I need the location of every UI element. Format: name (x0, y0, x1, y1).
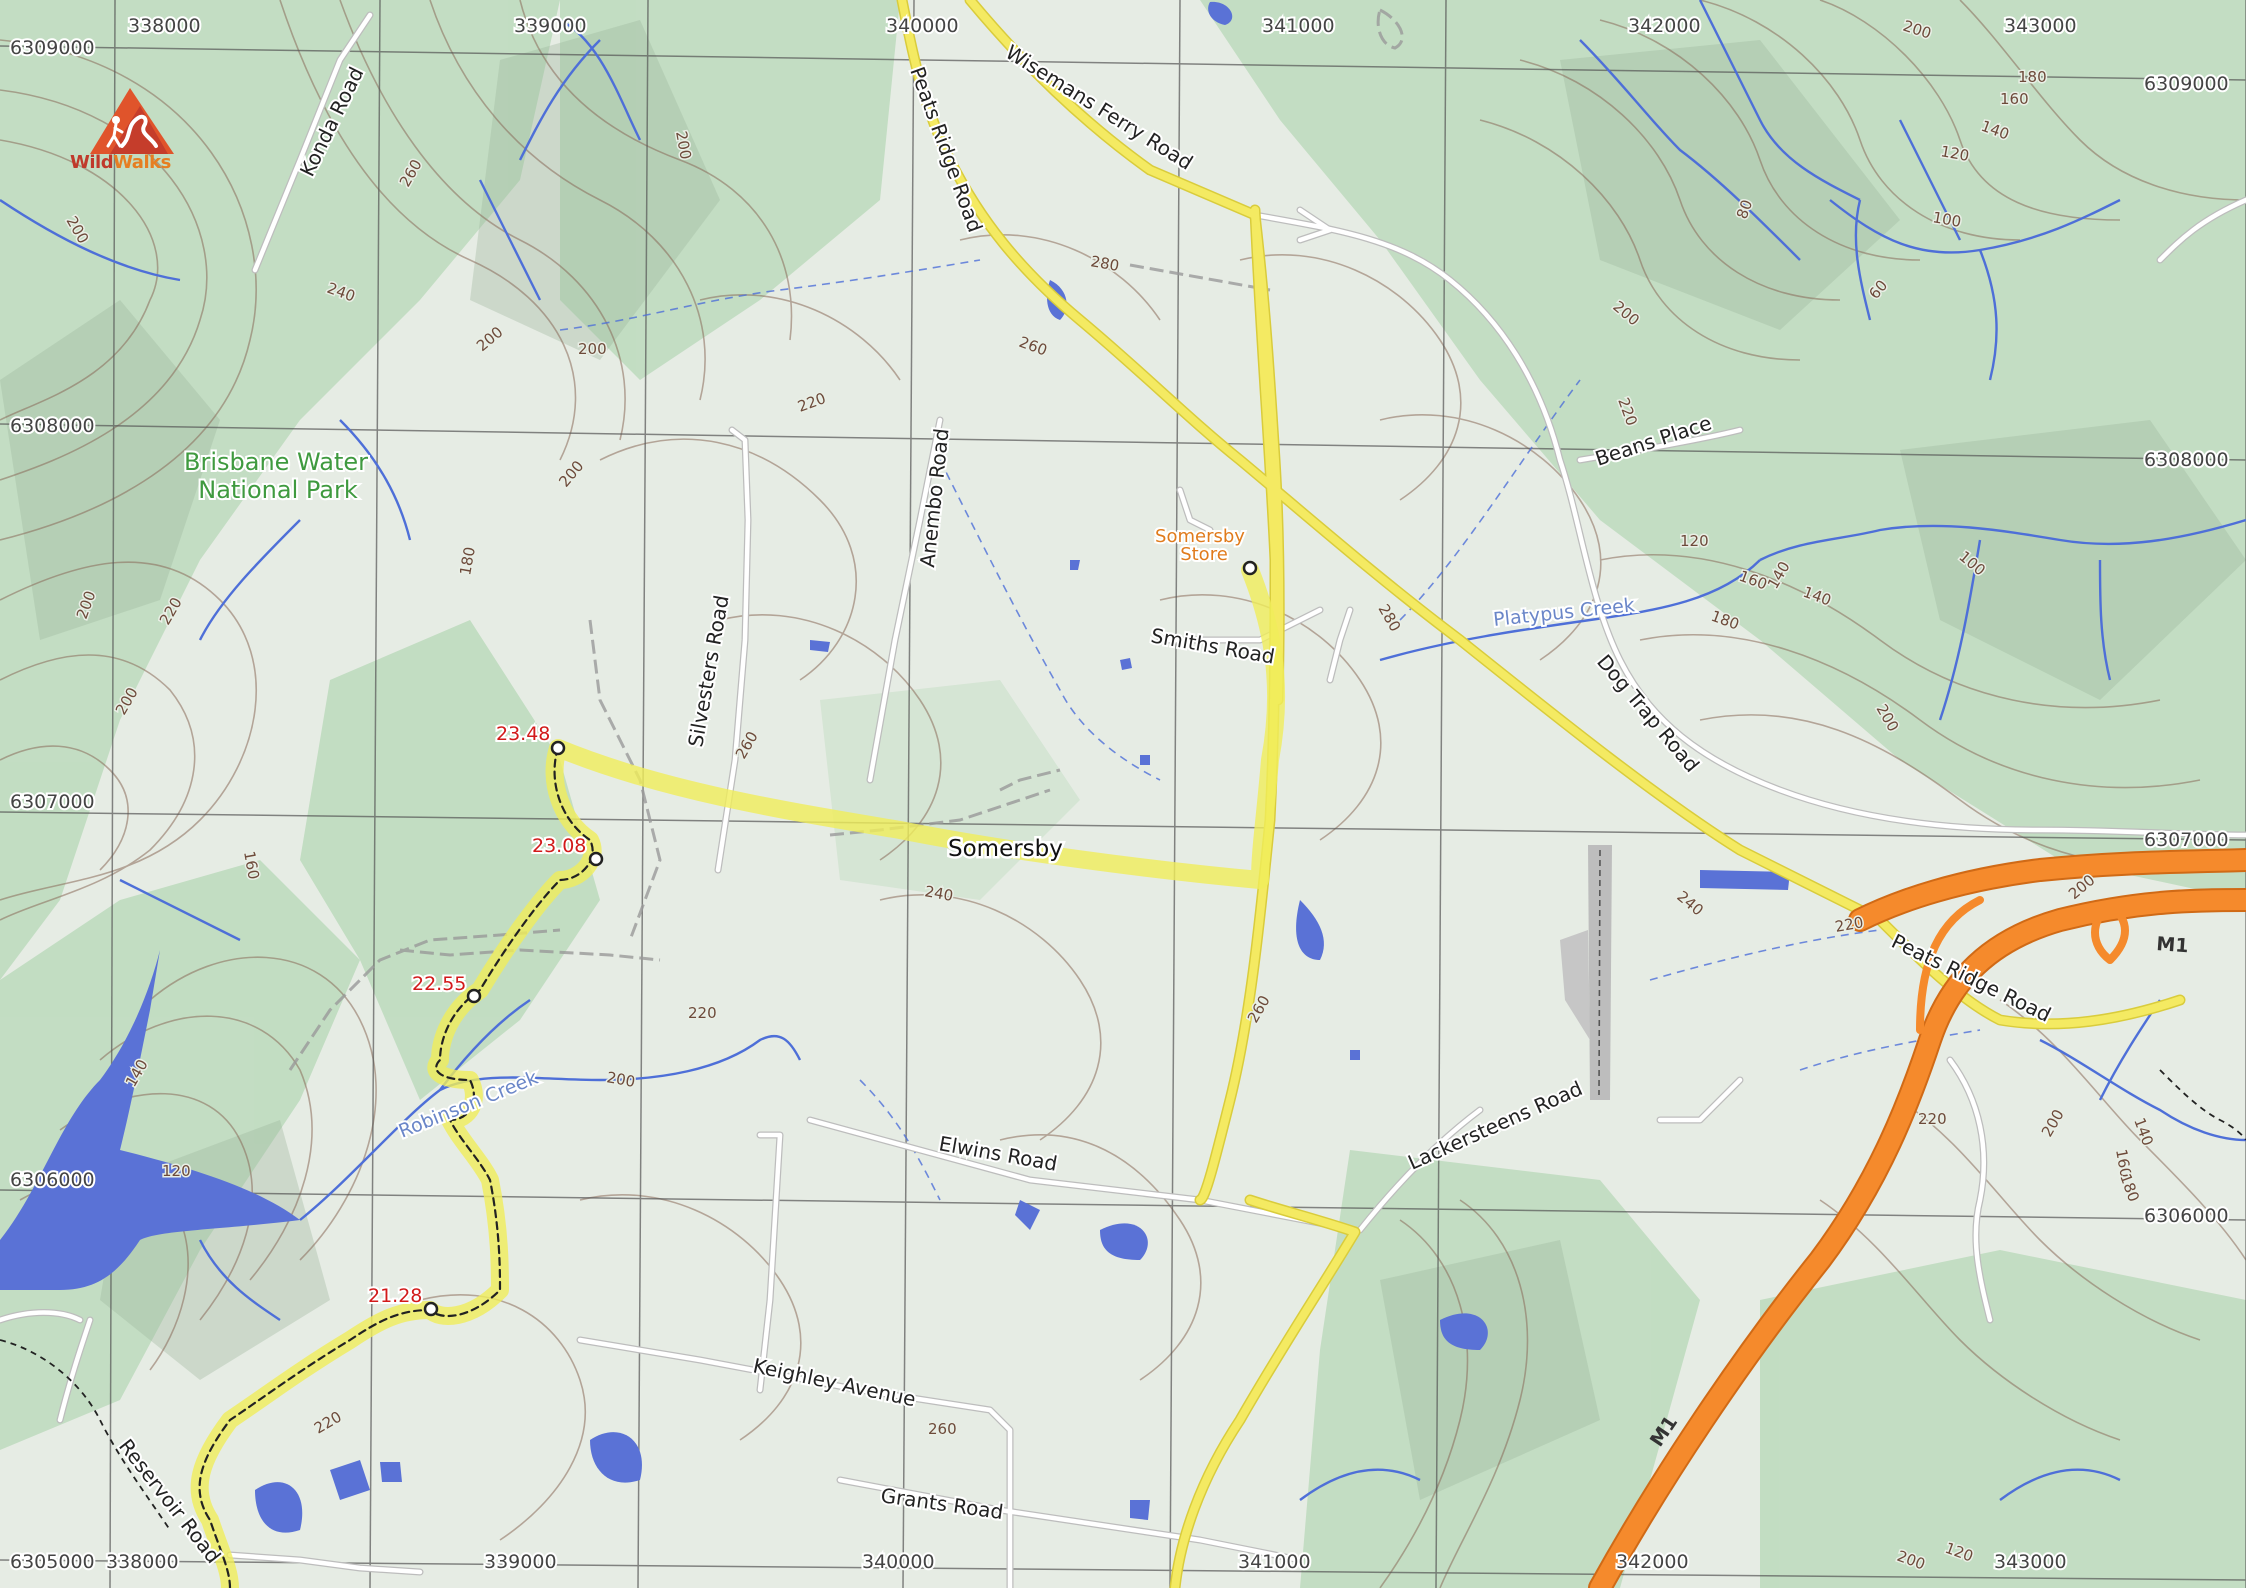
grid-label-n-right-6306000: 6306000 (2144, 1205, 2229, 1227)
minor-roads (0, 11, 2246, 1588)
grid-label-e-top-340000: 340000 (886, 15, 959, 37)
contour-label: 120 (1680, 532, 1709, 550)
contour-label: 120 (162, 1162, 191, 1180)
wildwalks-logo[interactable]: WildWalks (70, 86, 200, 182)
robinson-creek-line (299, 1034, 802, 1221)
walk-track (190, 561, 1286, 1588)
waypoint-marker-2348 (550, 740, 566, 756)
waypoint-label-2308: 23.08 (532, 835, 586, 857)
grid-label-n-left-6307000: 6307000 (10, 791, 95, 813)
contour-label: 260 (928, 1420, 957, 1438)
place-labels: Brisbane Water National Park Somersby So… (182, 446, 1247, 865)
waypoint-marker-2308 (588, 851, 604, 867)
logo-wordmark-walks: Walks (113, 152, 171, 173)
waypoint-marker-2255 (466, 988, 482, 1004)
creeks (0, 0, 2246, 1501)
waypoint-label-2255: 22.55 (412, 973, 466, 995)
reservoir-water (0, 950, 300, 1290)
grid-label-n-right-6308000: 6308000 (2144, 449, 2229, 471)
grid-label-e-bottom-340000: 340000 (862, 1551, 935, 1573)
grid-label-n-left-6306000: 6306000 (10, 1169, 95, 1191)
grid-label-e-bottom-343000: 343000 (1994, 1551, 2067, 1573)
grid-label-n-left-6305000: 6305000 (10, 1551, 95, 1573)
dashed-walking-paths (0, 1069, 2246, 1531)
contour-label: 200 (578, 340, 607, 358)
waypoint-marker-2128 (423, 1301, 439, 1317)
contour-label: 220 (1918, 1110, 1947, 1128)
logo-wordmark-wild: Wild (70, 152, 114, 173)
grid-label-e-top-338000: 338000 (128, 15, 201, 37)
motorway (1588, 848, 2246, 1588)
grid-label-n-right-6307000: 6307000 (2144, 829, 2229, 851)
grid-label-e-bottom-342000: 342000 (1616, 1551, 1689, 1573)
grid-label-e-bottom-338000: 338000 (106, 1551, 179, 1573)
grid-label-n-left-6308000: 6308000 (10, 415, 95, 437)
road-label-motorway-1: M1 (2156, 933, 2190, 957)
grid-labels: 338000 339000 340000 341000 342000 34300… (8, 13, 2231, 1575)
mountain-hiker-icon (90, 88, 174, 154)
grid-label-e-top-342000: 342000 (1628, 15, 1701, 37)
store-label-line2: Store (1180, 544, 1228, 565)
waypoint-labels: 23.48 23.08 22.55 21.28 (366, 721, 588, 1309)
contour-label: 160 (2000, 90, 2029, 108)
airstrip (1560, 845, 1612, 1100)
waypoint-label-2128: 21.28 (368, 1285, 422, 1307)
park-label-line2: National Park (198, 476, 358, 504)
waypoint-markers (423, 560, 1258, 1317)
grid-label-e-top-339000: 339000 (514, 15, 587, 37)
store-label-line1: Somersby (1155, 526, 1245, 547)
track-route (198, 746, 594, 1588)
grid-label-e-top-343000: 343000 (2004, 15, 2077, 37)
logo-wordmark: WildWalks (70, 152, 171, 173)
park-label-line1: Brisbane Water (184, 448, 368, 476)
grid-label-n-left-6309000: 6309000 (10, 37, 95, 59)
contour-label: 180 (2018, 68, 2047, 86)
platypus-creek-line (1379, 559, 1761, 662)
contour-label: 220 (688, 1004, 717, 1022)
somersby-store-marker (1242, 560, 1258, 576)
grid-label-n-right-6309000: 6309000 (2144, 73, 2229, 95)
intermittent-streams (559, 259, 1981, 1201)
waypoint-label-2348: 23.48 (496, 723, 550, 745)
town-label-somersby: Somersby (948, 836, 1063, 862)
grid-label-e-bottom-341000: 341000 (1238, 1551, 1311, 1573)
grid-label-e-top-341000: 341000 (1262, 15, 1335, 37)
grid-label-e-bottom-339000: 339000 (484, 1551, 557, 1573)
